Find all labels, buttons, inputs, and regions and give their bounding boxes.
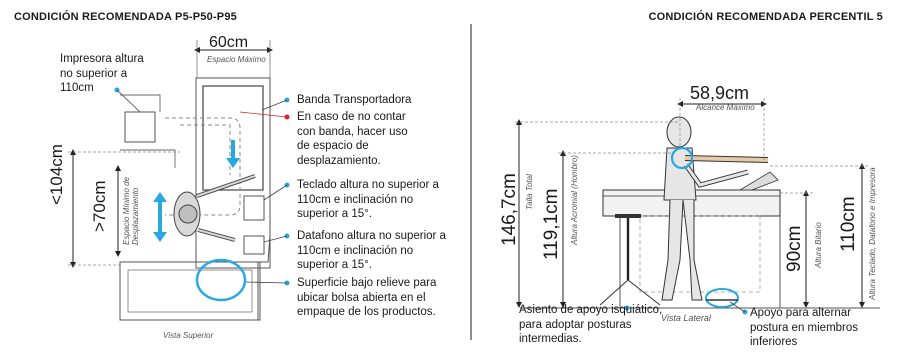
callout-teclado: Teclado altura no superior a 110cm e inc… xyxy=(297,179,439,220)
callout-datafono: Datafono altura no superior a 110cm e in… xyxy=(297,230,446,271)
caption-vista-lateral: Vista Lateral xyxy=(661,313,711,323)
dim-70cm-note: Espacio Mínimo de Desplazamiento xyxy=(122,176,140,245)
foot-label: Apoyo para alternar postura en miembros … xyxy=(750,307,859,348)
lower-counter xyxy=(119,261,261,321)
main-counter xyxy=(195,77,271,269)
dim-reach: 58,9cm xyxy=(690,83,750,103)
conveyor-belt xyxy=(202,85,264,191)
dim-keyboard: 110cm xyxy=(838,196,859,252)
right-title: CONDICIÓN RECOMENDADA PERCENTIL 5 xyxy=(648,11,883,23)
dim-elbow-note: Altura Bitario xyxy=(814,222,823,268)
dim-total-height-note: Talla Total xyxy=(525,174,534,210)
dim-acromial-note: Altura Acromial (Hombro) xyxy=(570,155,579,245)
callout-superficie: Superficie bajo relieve para ubicar bols… xyxy=(297,277,437,318)
person-sideview xyxy=(666,116,692,148)
callout-banda: Banda Transportadora xyxy=(297,94,412,106)
dim-total-height: 146,7cm xyxy=(499,173,520,246)
dim-reach-note: Alcance Máximo xyxy=(696,103,755,112)
dim-60cm-note: Espacio Máximo xyxy=(207,55,266,64)
printer-label: Impresora altura no superior a 110cm xyxy=(60,53,144,94)
dim-70cm: >70cm xyxy=(90,180,109,233)
printer-box xyxy=(124,111,156,143)
dim-keyboard-note: Altura Teclado, Datafono e Impresora xyxy=(868,167,877,300)
dim-104cm: <104cm xyxy=(47,144,66,205)
caption-vista-superior: Vista Superior xyxy=(163,331,214,340)
left-title: CONDICIÓN RECOMENDADA P5-P50-P95 xyxy=(14,11,237,23)
dim-acromial: 119,1cm xyxy=(541,188,562,260)
dim-elbow: 90cm xyxy=(784,225,805,272)
seat-label: Asiento de apoyo isquiático, para adopta… xyxy=(519,304,663,345)
dim-60cm: 60cm xyxy=(209,34,249,51)
bag-area-circle xyxy=(195,258,247,302)
callout-sin-banda: En caso de no contar con banda, hacer us… xyxy=(297,111,408,167)
